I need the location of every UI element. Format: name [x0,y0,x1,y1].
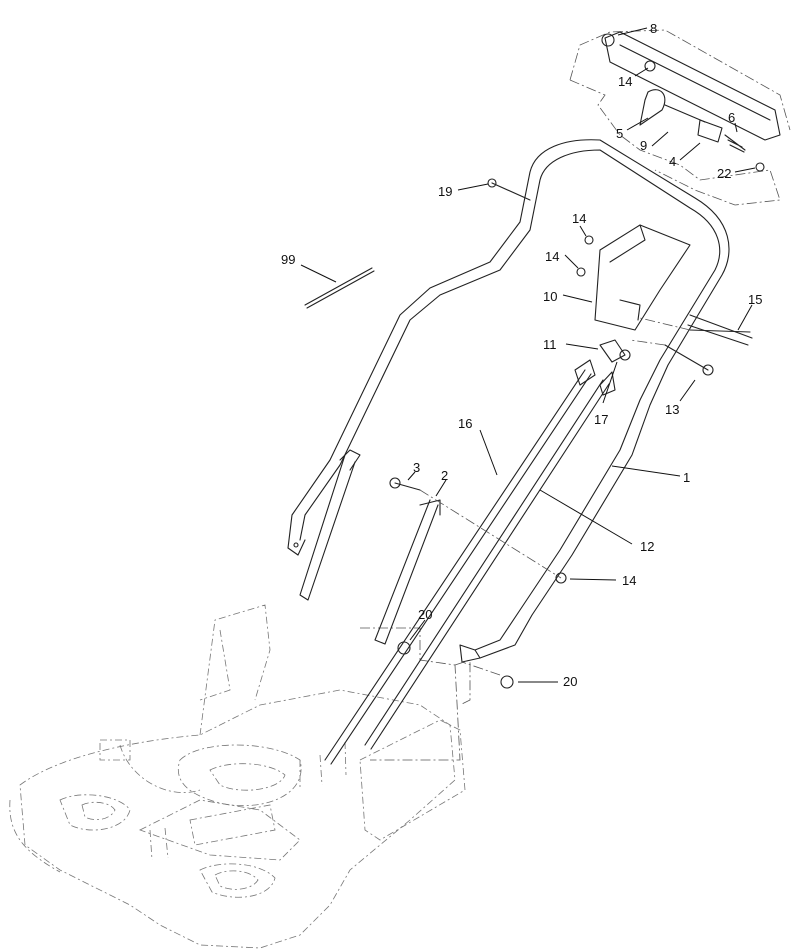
handle-tube [287,139,730,663]
callout-9: 9 [640,138,647,153]
callout-1: 1 [683,470,690,485]
callout-12: 12 [640,539,654,554]
callout-8: 8 [650,21,657,36]
cable-tie [304,267,375,309]
leader-lines [300,27,756,683]
callout-99: 99 [281,252,295,267]
fasteners [389,178,753,689]
callout-17: 17 [594,412,608,427]
control-cables [324,359,616,765]
callout-13: 13 [665,402,679,417]
callout-14: 14 [545,249,559,264]
mower-deck [9,604,466,949]
cable-link [599,339,631,363]
callout-11: 11 [543,337,557,352]
callout-labels: 8 14 5 9 6 4 22 19 14 14 99 10 15 11 13 … [281,21,762,689]
callout-14: 14 [618,74,632,89]
callout-10: 10 [543,289,557,304]
callout-14: 14 [622,573,636,588]
control-bracket [576,224,691,331]
install-boxes [360,29,791,761]
callout-16: 16 [458,416,472,431]
callout-15: 15 [748,292,762,307]
callout-14: 14 [572,211,586,226]
callout-20: 20 [418,607,432,622]
callout-20: 20 [563,674,577,689]
callout-6: 6 [728,110,735,125]
callout-4: 4 [669,154,676,169]
grip-assembly [601,31,781,172]
handle-braces [299,454,441,645]
callout-19: 19 [438,184,452,199]
callout-2: 2 [441,468,448,483]
callout-3: 3 [413,460,420,475]
callout-5: 5 [616,126,623,141]
callout-22: 22 [717,166,731,181]
